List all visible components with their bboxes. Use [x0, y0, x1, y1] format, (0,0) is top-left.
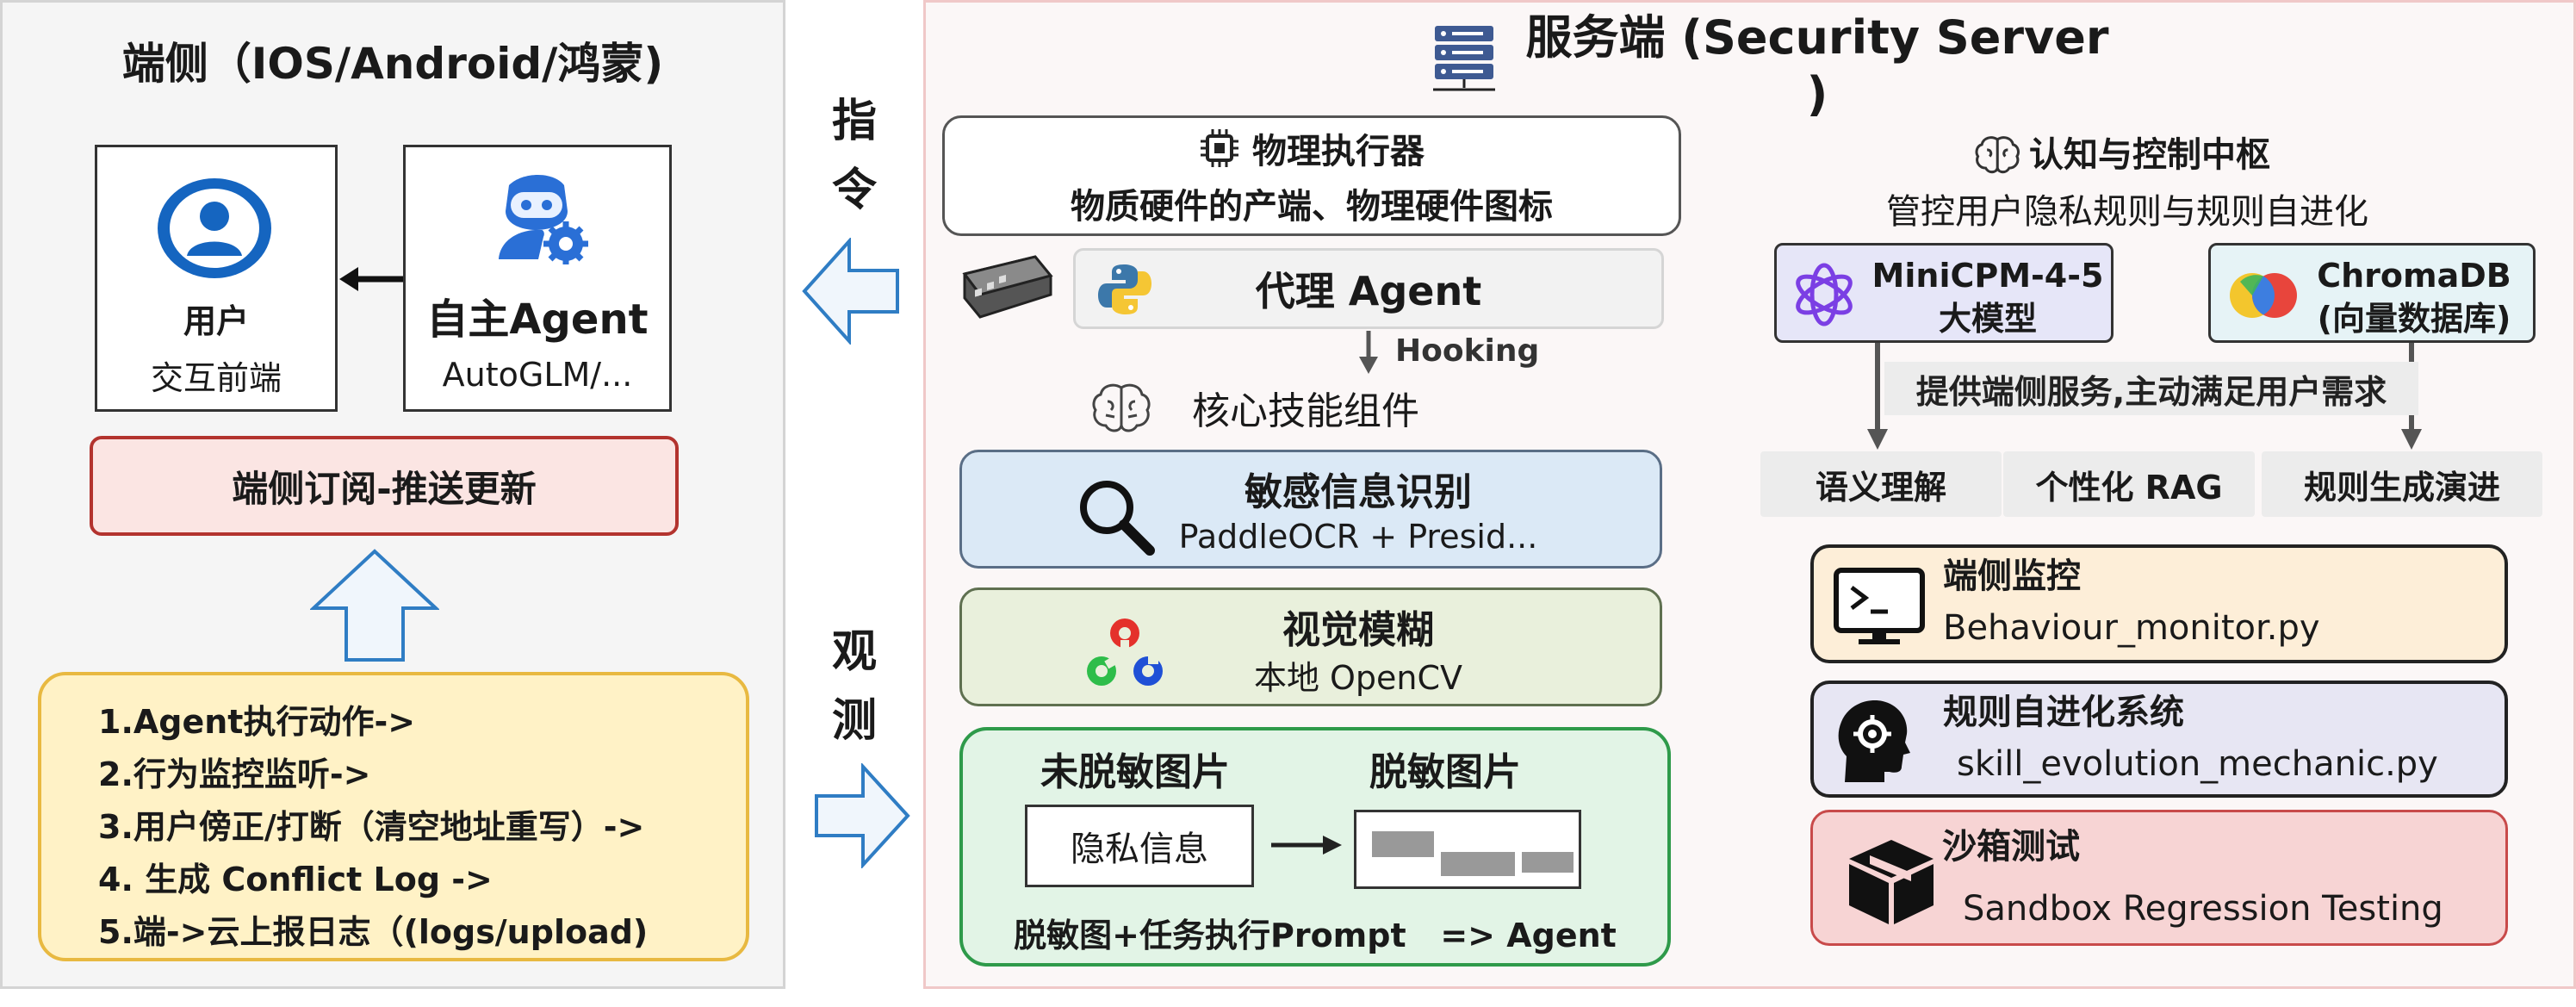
rule-evolution-box: 规则自进化系统 skill_evolution_mechanic.py: [1810, 681, 2508, 798]
left-arrow-icon: [802, 238, 899, 345]
workflow-step: 4. 生成 Conflict Log ->: [98, 861, 493, 898]
chromadb-box: ChromaDB (向量数据库): [2208, 243, 2536, 343]
desensitization-footer: 脱敏图+任务执行Prompt => Agent: [1014, 916, 1617, 954]
terminal-monitor-icon: [1834, 568, 1925, 644]
minicpm-model-box: MiniCPM-4-5 大模型: [1774, 243, 2114, 343]
physical-executor-box: 物理执行器 物质硬件的产端、物理硬件图标: [942, 115, 1681, 236]
command-label-char: 令: [831, 164, 877, 216]
workflow-step: 2.行为监控监听->: [98, 755, 371, 793]
client-side-title: 端侧（IOS/Android/鸿蒙): [121, 39, 664, 89]
tag-personalized-rag: 个性化 RAG: [2003, 451, 2255, 517]
subscribe-push-update-box: 端侧订阅-推送更新: [90, 436, 679, 536]
box-icon: [1849, 840, 1934, 924]
workflow-step: 5.端->云上报日志（(logs/upload): [98, 913, 649, 951]
minicpm-type: 大模型: [1938, 299, 2037, 338]
user-subtitle: 交互前端: [150, 358, 282, 397]
cognition-subtitle: 管控用户隐私规则与规则自进化: [1886, 192, 2368, 232]
mask-block: [1372, 831, 1434, 857]
agent-title: 自主Agent: [426, 295, 649, 344]
core-skills-label: 核心技能组件: [1192, 389, 1419, 433]
opencv-logo-icon: [1087, 618, 1163, 686]
visual-blur-box: 视觉模糊 本地 OpenCV: [959, 587, 1662, 706]
minicpm-name: MiniCPM-4-5: [1871, 257, 2104, 295]
magnifier-icon: [1080, 481, 1155, 556]
sensitive-info-detection-box: 敏感信息识别 PaddleOCR + Presid...: [959, 450, 1662, 569]
autonomous-agent-card: 自主Agent AutoGLM/...: [403, 145, 672, 412]
cpu-chip-icon: [1201, 129, 1238, 167]
hooking-arrow: [1359, 331, 1378, 374]
mask-block: [1522, 852, 1574, 873]
physical-executor-title: 物理执行器: [1252, 132, 1425, 171]
desensitize-arrow: [1271, 836, 1342, 855]
visual-blur-title: 视觉模糊: [1282, 608, 1434, 652]
visual-blur-subtitle: 本地 OpenCV: [1253, 658, 1463, 697]
user-avatar-icon: [158, 178, 271, 278]
workflow-steps-box: 1.Agent执行动作-> 2.行为监控监听-> 3.用户傍正/打断（清空地址重…: [38, 672, 749, 961]
sandbox-title: 沙箱测试: [1942, 827, 2080, 867]
workflow-step: 1.Agent执行动作->: [98, 703, 416, 741]
observe-label-char: 观: [831, 625, 877, 678]
agent-to-user-arrow: [339, 267, 405, 291]
sensitive-info-title: 敏感信息识别: [1245, 470, 1472, 514]
command-label-char: 指: [831, 95, 877, 147]
tag-rule-generation: 规则生成演进: [2262, 451, 2542, 517]
user-title: 用户: [183, 301, 249, 340]
up-arrow-icon: [310, 549, 439, 662]
right-arrow-icon: [815, 763, 910, 868]
client-monitor-file: Behaviour_monitor.py: [1943, 608, 2320, 648]
physical-executor-subtitle: 物质硬件的产端、物理硬件图标: [1071, 187, 1553, 227]
desensitization-box: 未脱敏图片 脱敏图片 隐私信息 脱敏图+任务执行Prompt => Agent: [959, 727, 1671, 967]
brain-icon: [1092, 383, 1151, 432]
server-title: 服务端 (Security Server ): [1525, 10, 2109, 121]
client-monitor-box: 端侧监控 Behaviour_monitor.py: [1810, 544, 2508, 663]
client-monitor-title: 端侧监控: [1943, 556, 2081, 596]
head-gear-icon: [1838, 700, 1910, 782]
sandbox-testing-box: 沙箱测试 Sandbox Regression Testing: [1810, 810, 2508, 946]
network-switch-icon: [962, 255, 1053, 319]
robot-gear-icon: [499, 175, 588, 264]
workflow-step: 3.用户傍正/打断（清空地址重写）->: [98, 808, 645, 846]
proxy-agent-box: 代理 Agent: [1073, 248, 1664, 329]
masked-image-title: 脱敏图片: [1369, 750, 1521, 794]
python-logo-icon: [1098, 264, 1151, 314]
masked-image-box: [1354, 810, 1581, 889]
server-rack-icon: [1433, 26, 1495, 91]
chromadb-name: ChromaDB: [2317, 257, 2511, 295]
tag-semantic-understanding: 语义理解: [1760, 451, 2002, 517]
hooking-label: Hooking: [1395, 333, 1540, 369]
agent-subtitle: AutoGLM/...: [442, 356, 633, 394]
privacy-info-box: 隐私信息: [1025, 805, 1254, 887]
brain-icon: [1975, 136, 2020, 174]
rule-evolution-title: 规则自进化系统: [1943, 693, 2184, 732]
rule-evolution-file: skill_evolution_mechanic.py: [1957, 744, 2438, 784]
raw-image-title: 未脱敏图片: [1040, 750, 1230, 794]
sandbox-file: Sandbox Regression Testing: [1963, 889, 2443, 929]
mask-block: [1441, 852, 1515, 876]
openai-logo-icon: [1796, 263, 1853, 326]
observe-label-char: 测: [831, 694, 877, 747]
chromadb-type: (向量数据库): [2317, 299, 2511, 338]
sensitive-info-subtitle: PaddleOCR + Presid...: [1178, 518, 1538, 556]
chroma-logo-icon: [2230, 273, 2297, 318]
user-card: 用户 交互前端: [95, 145, 338, 412]
minicpm-down-arrow: [1867, 343, 1888, 450]
proxy-agent-label: 代理 Agent: [1255, 268, 1482, 314]
cognition-title: 认知与控制中枢: [2029, 135, 2270, 175]
service-note-label: 提供端侧服务,主动满足用户需求: [1884, 362, 2418, 415]
